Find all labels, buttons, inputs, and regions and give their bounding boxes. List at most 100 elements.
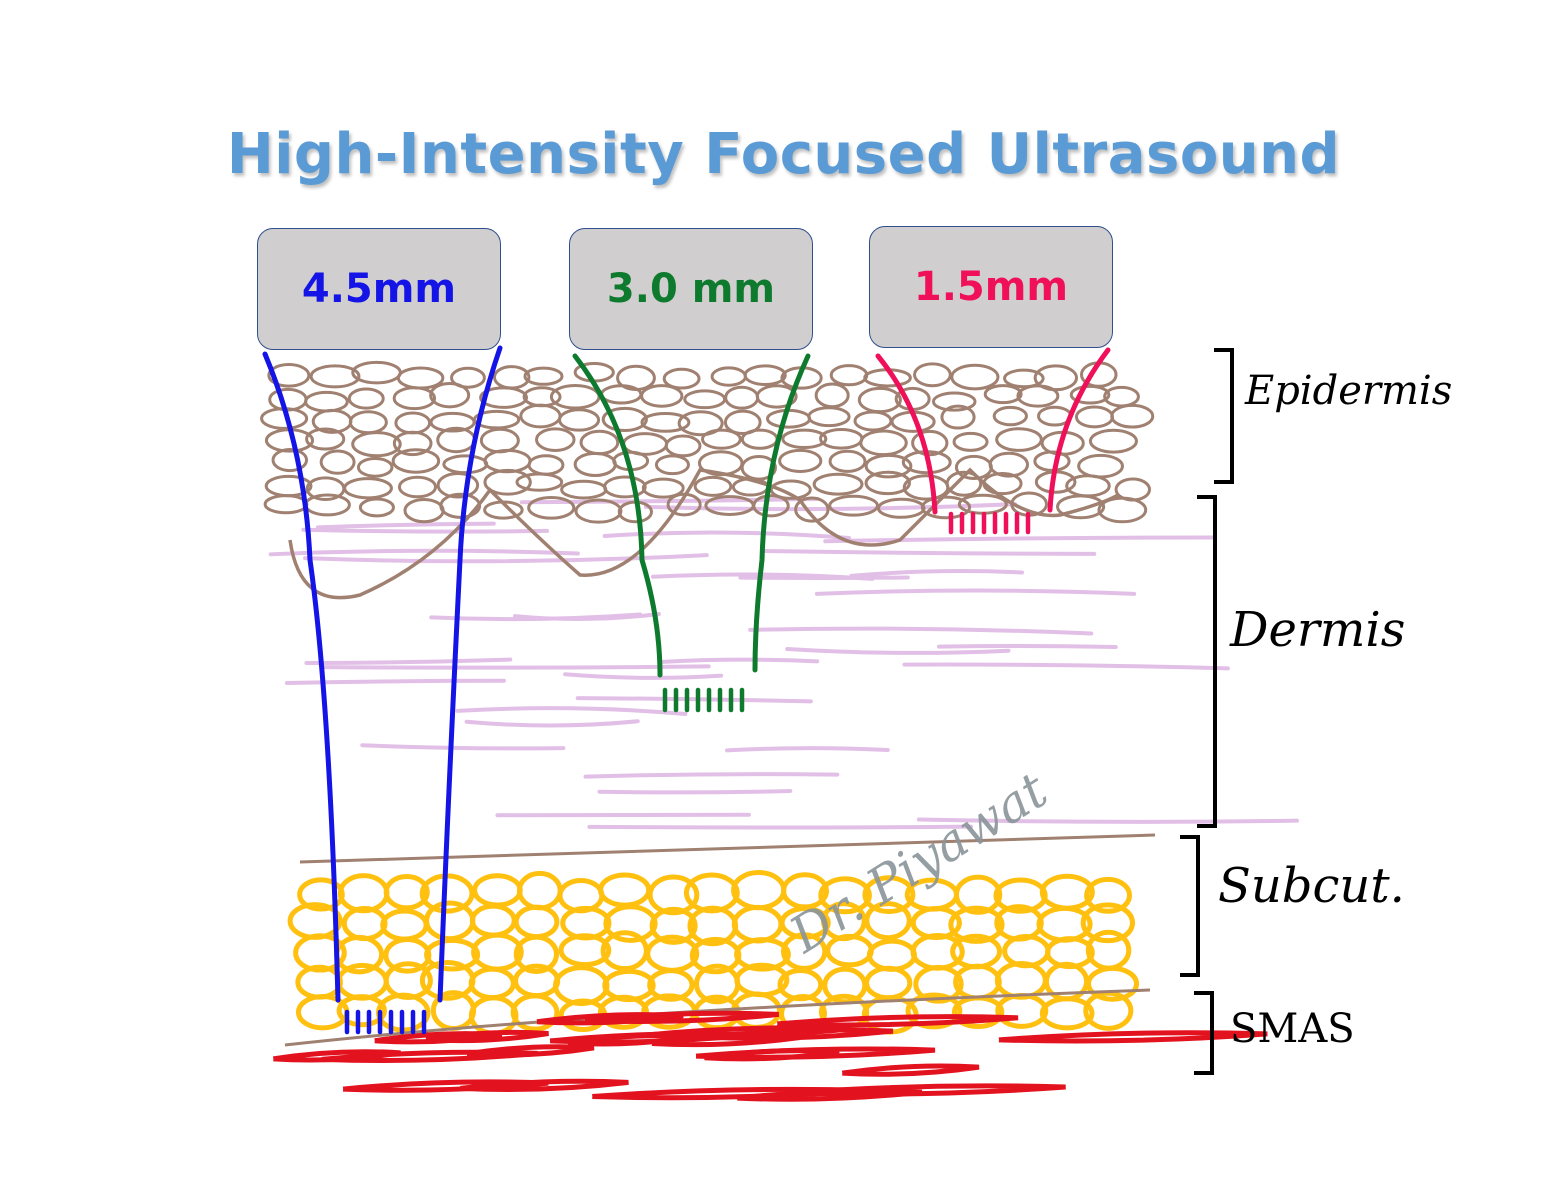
epidermis-cell: [429, 381, 471, 409]
epidermis-cell: [920, 495, 972, 520]
rete-ridge-line: [288, 467, 1119, 600]
epidermis-cell: [304, 493, 351, 517]
epidermis-cell: [527, 454, 565, 476]
epidermis-cell: [268, 387, 308, 412]
epidermis-cell: [988, 451, 1030, 478]
dermis-fiber: [563, 672, 724, 680]
smas-fiber: [272, 1049, 401, 1063]
epidermis-cell: [983, 384, 1023, 405]
epidermis-cell: [940, 404, 976, 430]
smas-fiber: [787, 1083, 1066, 1097]
epidermis-cell: [755, 384, 798, 409]
epidermis-cell: [857, 386, 902, 414]
fat-cell: [905, 992, 963, 1030]
fat-cell: [468, 966, 516, 1001]
epidermis-cell: [351, 360, 402, 385]
epidermis-cell: [864, 470, 911, 496]
layer-bracket: [1180, 835, 1200, 977]
smas-fiber: [425, 1029, 549, 1044]
epidermis-cell: [519, 403, 562, 429]
epidermis-cell: [527, 496, 576, 520]
dermis-fiber: [785, 646, 1011, 655]
dermis-fiber: [814, 588, 1137, 596]
epidermis-cell: [794, 496, 830, 523]
dermis-fiber: [762, 548, 1097, 556]
layer-label-epidermis: Epidermis: [1245, 368, 1453, 414]
epidermis-cell: [343, 477, 393, 500]
dermis-fiber: [303, 553, 709, 564]
fat-cell: [513, 904, 560, 940]
epidermis-cell: [814, 382, 850, 409]
smas-fiber: [651, 1033, 801, 1048]
ultrasound-beam: [437, 345, 503, 1003]
smas-fiber: [841, 1063, 980, 1077]
fat-cell: [1039, 996, 1095, 1031]
dermis-fiber: [360, 743, 566, 751]
epidermis-cell: [931, 391, 977, 412]
epidermis-cell: [664, 434, 702, 458]
epidermis-cell: [1088, 428, 1138, 454]
smas-fiber: [704, 1048, 840, 1062]
ultrasound-beam: [572, 353, 663, 678]
fat-cell: [558, 933, 612, 968]
fat-cell: [472, 873, 523, 908]
fat-cell: [469, 903, 517, 938]
epidermis-cell: [828, 449, 867, 473]
epidermis-cell: [348, 410, 388, 435]
fat-cell: [683, 872, 740, 914]
fat-cell: [1084, 876, 1133, 914]
epidermis-cell: [356, 457, 394, 478]
fat-cell: [552, 965, 610, 1007]
epidermis-cell: [483, 468, 532, 496]
epidermis-cell: [442, 454, 489, 475]
dermis-fiber: [268, 548, 580, 557]
epidermis-cell: [403, 497, 445, 524]
depth-label: 4.5mm: [301, 266, 457, 312]
epidermis-cell: [558, 408, 601, 432]
epidermis-cell: [778, 448, 823, 473]
epidermis-cell: [829, 364, 869, 387]
epidermis-cell: [952, 431, 989, 452]
fat-cell: [864, 965, 913, 1001]
epidermis-cell: [640, 411, 691, 433]
epidermis-cell: [752, 494, 790, 518]
epidermis-cell: [479, 386, 528, 409]
epidermis-cell: [271, 447, 309, 473]
dermis-fiber: [748, 626, 1094, 636]
fat-cell: [603, 904, 658, 943]
epidermis-cell: [913, 362, 952, 388]
epidermis-cell: [319, 449, 356, 475]
epidermis-cell: [1016, 384, 1060, 408]
epidermis-cell: [394, 411, 432, 435]
epidermis-cell: [305, 427, 346, 451]
dermis-fiber: [724, 746, 890, 753]
epidermis-cell: [743, 364, 787, 387]
epidermis-cell: [995, 427, 1043, 452]
epidermis-cell: [945, 470, 983, 497]
epidermis-cell: [693, 475, 733, 497]
smas-fiber: [777, 1014, 1019, 1028]
smas-fiber: [584, 1010, 780, 1025]
epidermis-cell: [683, 389, 727, 410]
epidermis-cell: [309, 364, 361, 389]
epidermis-cell: [1056, 494, 1106, 520]
epidermis-cell: [1074, 405, 1115, 429]
epidermis-cell: [723, 409, 762, 436]
epidermis-cell: [1077, 453, 1124, 479]
epidermis-cell: [1033, 450, 1071, 472]
epidermis-cell: [864, 453, 913, 479]
epidermis-cell: [911, 429, 949, 457]
fat-cell: [1080, 902, 1135, 944]
fat-cell: [513, 934, 559, 974]
epidermis-cell: [347, 387, 385, 410]
epidermis-cell: [950, 363, 1000, 391]
transducer-4-5mm: 4.5mm: [257, 228, 501, 350]
fat-cell: [337, 873, 390, 914]
fat-cell: [649, 906, 698, 945]
epidermis-cell: [859, 429, 908, 457]
transducer-1-5mm: 1.5mm: [869, 226, 1113, 348]
dermis-fiber: [301, 527, 550, 534]
dermis-fiber: [583, 772, 840, 779]
epidermis-cell: [397, 475, 438, 499]
dermis-fiber: [575, 696, 813, 704]
